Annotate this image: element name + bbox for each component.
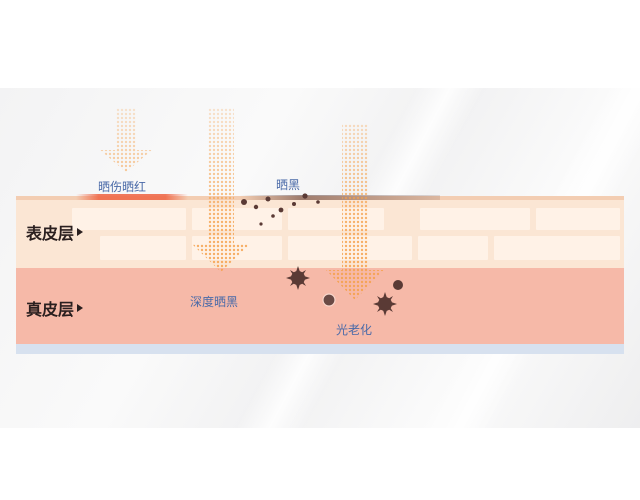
caption-deep-tanning: 深度晒黑 — [190, 295, 239, 309]
epidermis-cell — [420, 208, 530, 230]
diagram-scene: 表皮层 真皮层 — [0, 88, 640, 428]
epidermis-layer: 表皮层 — [16, 196, 624, 268]
uv-arrow-deep-tanning — [192, 108, 250, 272]
epidermis-cell — [72, 208, 186, 230]
epidermis-cell — [418, 236, 488, 260]
epidermis-cell — [100, 236, 186, 260]
sunburn-glow — [76, 194, 188, 200]
photoaging-damage — [286, 266, 403, 316]
triangle-right-icon — [77, 228, 84, 236]
dermis-label: 真皮层 — [26, 296, 84, 320]
arrows-overlay — [76, 108, 440, 316]
melanin-particles — [241, 193, 320, 226]
tanning-band — [240, 195, 440, 200]
uv-arrow-sunburn — [100, 108, 152, 172]
epidermis-label: 表皮层 — [26, 220, 84, 244]
caption-photoaging: 光老化 — [336, 323, 373, 337]
triangle-right-icon — [77, 304, 84, 312]
dermis-layer: 真皮层 — [16, 268, 624, 344]
epidermis-cell — [494, 236, 620, 260]
uv-arrow-photoaging — [326, 124, 384, 300]
skin-layers: 表皮层 真皮层 — [16, 196, 624, 354]
caption-sunburn: 晒伤晒红 — [98, 180, 147, 194]
epidermis-label-text: 表皮层 — [26, 224, 75, 243]
dermis-label-text: 真皮层 — [26, 300, 75, 319]
caption-tanning: 晒黑 — [276, 178, 301, 192]
epidermis-cell — [536, 208, 620, 230]
subcutaneous-base — [16, 344, 624, 354]
